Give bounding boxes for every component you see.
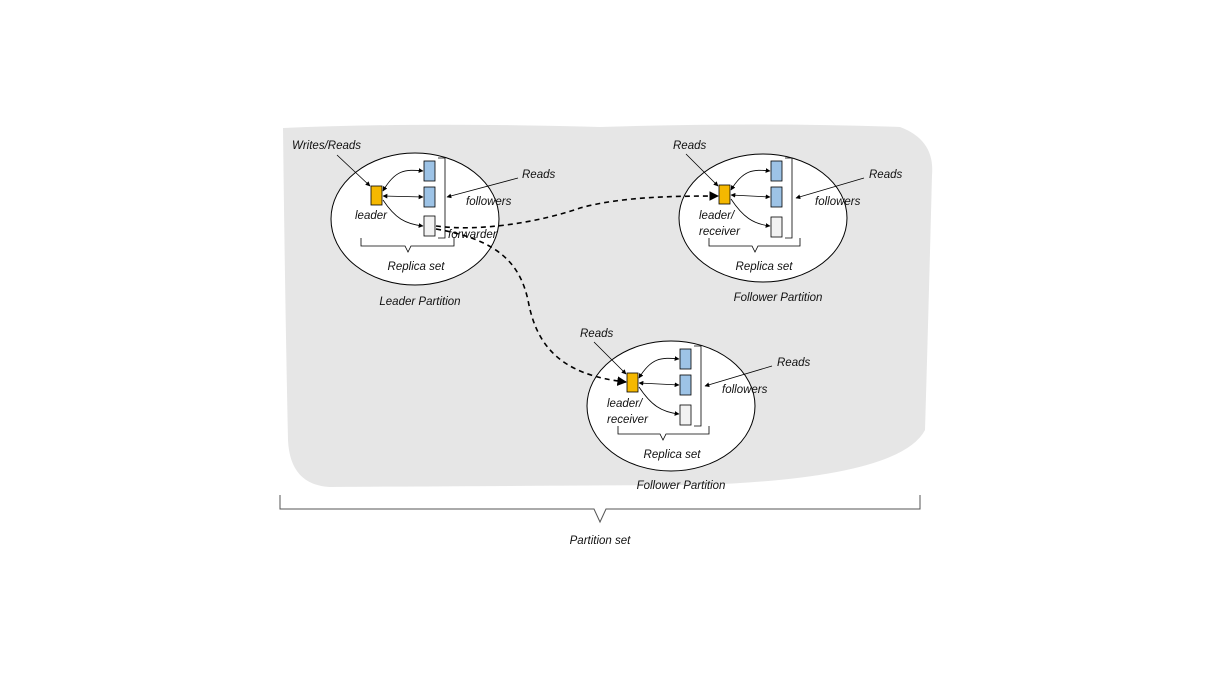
followers-reads-arrow (795, 177, 865, 200)
replication-arrow (638, 356, 680, 379)
follower-replica (679, 404, 692, 426)
replication-arrow (730, 192, 771, 200)
follower-replica (423, 160, 436, 182)
followers-reads-arrow (704, 365, 773, 388)
follower-partition-2: Reads Reads leader/ receiver followers R… (580, 328, 810, 492)
replication-arrow (382, 193, 424, 200)
followers-reads-label: Reads (777, 357, 810, 369)
replication-arrow (730, 168, 771, 191)
incoming-reads-label: Reads (580, 328, 613, 340)
incoming-reads-label: Reads (673, 140, 706, 152)
leader-box (370, 185, 383, 206)
follower-replica (770, 160, 783, 182)
replica-set-brace (708, 238, 801, 253)
replica-set-brace (360, 238, 455, 253)
replication-arrow (638, 386, 680, 416)
replication-arrow (382, 168, 424, 192)
replica-set-label: Replica set (388, 261, 446, 273)
followers-bracket (785, 157, 793, 239)
incoming-arrow (685, 153, 719, 187)
followers-label: followers (466, 196, 512, 208)
followers-bracket (694, 345, 702, 427)
partition-set-label: Partition set (570, 535, 632, 547)
incoming-arrow (336, 154, 371, 187)
followers-reads-label: Reads (522, 169, 555, 181)
leader-receiver-box (718, 184, 731, 205)
replication-arrow (382, 199, 424, 228)
leader-partition-title: Leader Partition (379, 296, 460, 308)
replication-arrow (730, 198, 771, 228)
replica-set-label: Replica set (736, 261, 794, 273)
partition-set-brace (279, 495, 921, 524)
forwarder-replica (423, 215, 436, 237)
follower-partition-1: Reads Reads leader/ receiver followers R… (673, 140, 902, 304)
leader-partition: Writes/Reads Reads leader followers forw… (292, 140, 555, 308)
follower-replica (770, 216, 783, 238)
follower-replica (679, 348, 692, 370)
leader-receiver-label-line2: receiver (699, 226, 741, 238)
follower-partition-title: Follower Partition (637, 480, 726, 492)
leader-receiver-label-line1: leader/ (699, 210, 736, 222)
leader-receiver-box (626, 372, 639, 393)
followers-label: followers (815, 196, 861, 208)
followers-bracket (438, 157, 446, 239)
replication-arrow (638, 380, 680, 388)
incoming-arrow (593, 341, 627, 375)
replica-set-brace (617, 426, 710, 441)
followers-reads-arrow (446, 177, 519, 199)
followers-reads-label: Reads (869, 169, 902, 181)
follower-replica (679, 374, 692, 396)
leader-label: leader (355, 210, 388, 222)
followers-label: followers (722, 384, 768, 396)
replica-set-label: Replica set (644, 449, 702, 461)
writes-reads-label: Writes/Reads (292, 140, 361, 152)
leader-receiver-label-line1: leader/ (607, 398, 644, 410)
follower-replica (770, 186, 783, 208)
forwarder-label: forwarder (448, 229, 498, 241)
follower-replica (423, 186, 436, 208)
forward-link-to-follower-partition-1 (435, 191, 719, 229)
leader-receiver-label-line2: receiver (607, 414, 649, 426)
follower-partition-title: Follower Partition (734, 292, 823, 304)
